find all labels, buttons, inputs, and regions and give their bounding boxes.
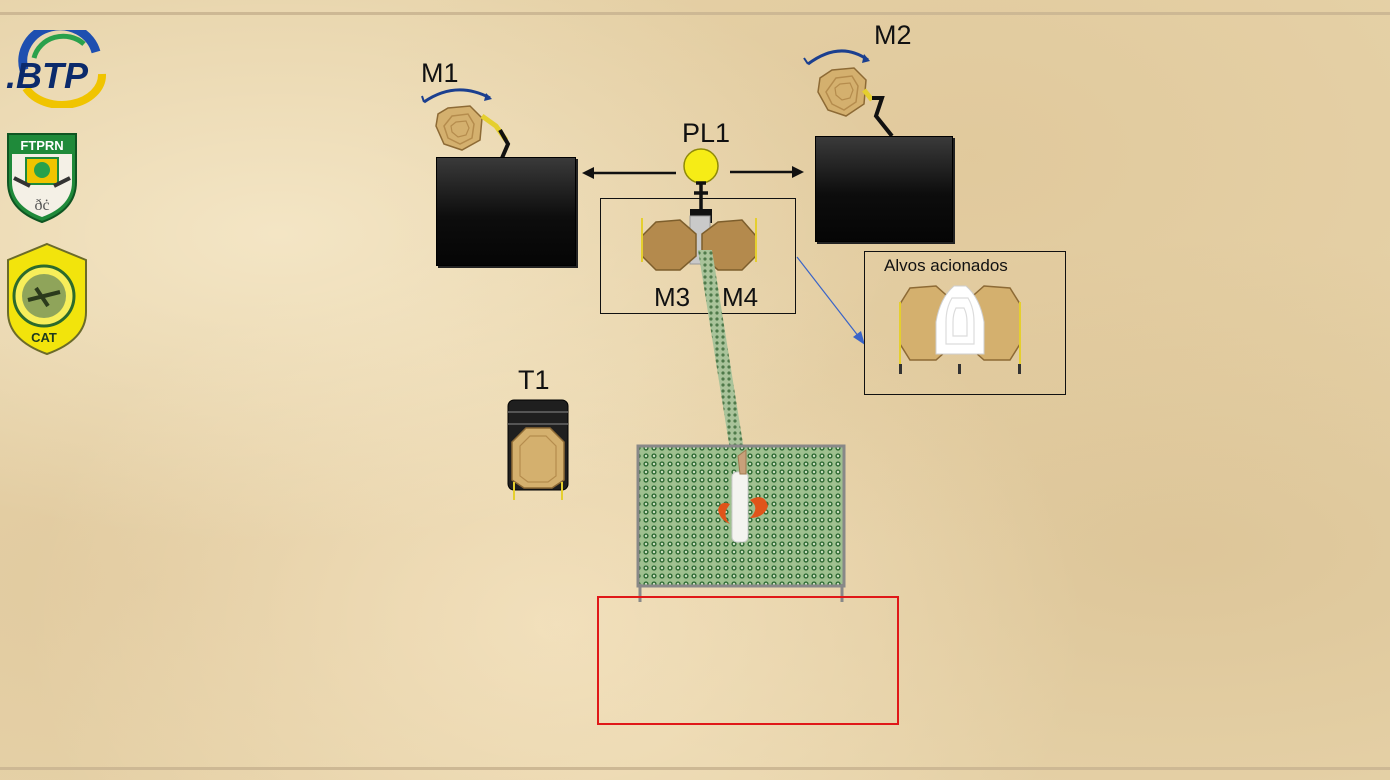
cat-badge-text: CAT — [31, 330, 57, 345]
legend-title: Alvos acionados — [884, 256, 1008, 275]
legend-pointer-arrow — [796, 256, 865, 345]
label-t1: T1 — [518, 365, 550, 395]
label-m2: M2 — [874, 20, 912, 50]
t1-target-on-barrel — [507, 399, 569, 500]
m3-m4-targets — [641, 215, 757, 271]
label-m3: M3 — [654, 282, 691, 312]
activation-cable — [698, 250, 744, 450]
top-border-line — [0, 12, 1390, 15]
shooting-area-fault-line — [597, 596, 899, 725]
pl1-popper-icon — [683, 148, 719, 184]
m1-swinger-target — [421, 88, 511, 159]
label-pl1: PL1 — [682, 118, 731, 148]
m2-swinger-target — [803, 49, 894, 138]
m2-hard-cover-wall — [815, 136, 953, 242]
pl1-activator — [582, 148, 804, 223]
m3-target — [641, 219, 697, 271]
legend-activated-targets — [899, 285, 1021, 374]
ftprn-badge: FTPRN ðċ — [7, 133, 77, 224]
shooting-barrier — [636, 444, 846, 602]
m1-hard-cover-wall — [436, 157, 576, 266]
label-m1: M1 — [421, 58, 459, 88]
ftprn-badge-text: FTPRN — [20, 138, 63, 153]
left-hand-icon — [718, 502, 730, 524]
m4-target — [701, 219, 757, 271]
legend-box — [864, 251, 1066, 395]
cat-badge: CAT — [7, 242, 87, 356]
label-m4: M4 — [722, 282, 759, 312]
btp-logo-text: .BTP — [6, 55, 89, 96]
shooter-gun-icon — [731, 471, 749, 543]
m3-m4-target-box — [600, 198, 796, 314]
bottom-border-line — [0, 767, 1390, 770]
btp-logo: .BTP — [6, 30, 107, 108]
ftprn-monogram-icon: ðċ — [34, 197, 49, 214]
right-hand-icon — [750, 497, 768, 518]
